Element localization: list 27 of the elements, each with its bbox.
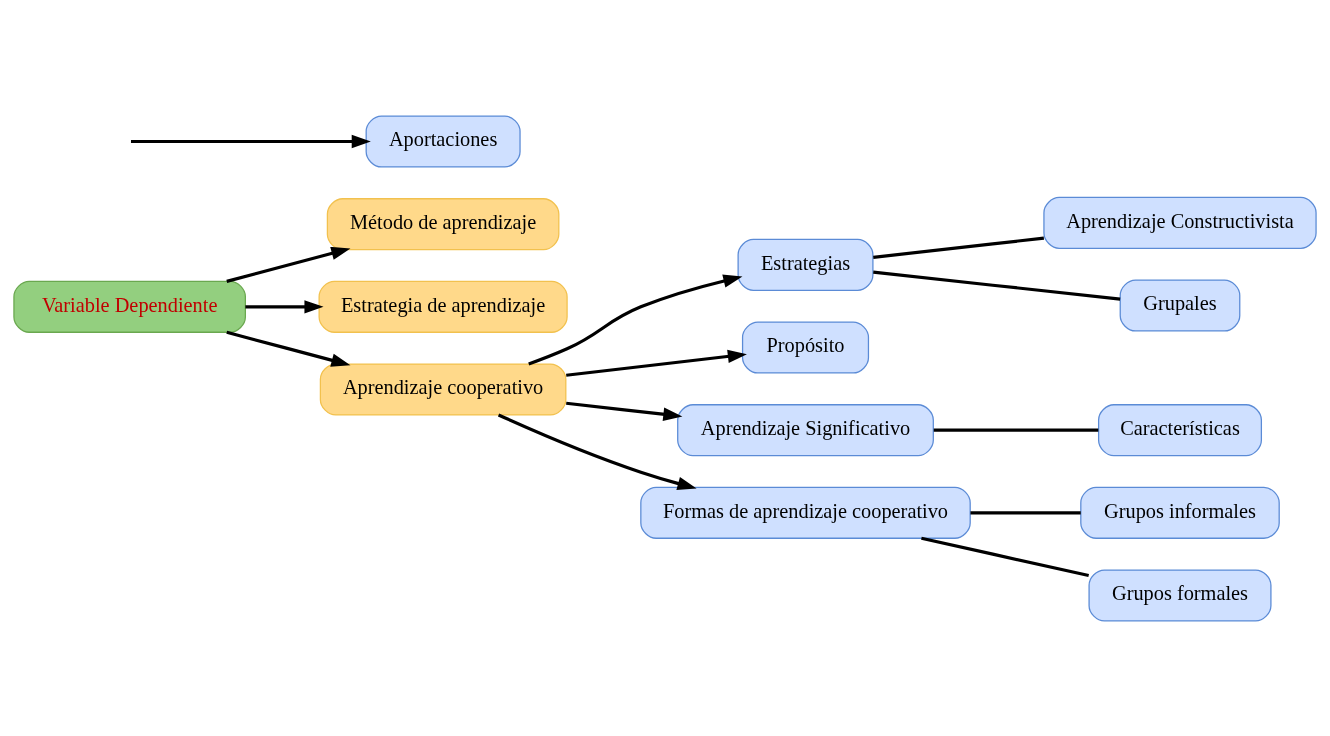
node-box: Aprendizaje Significativo <box>677 403 934 456</box>
node-box: Grupos formales <box>1088 568 1272 622</box>
node-box: Propósito <box>741 320 870 374</box>
connector <box>933 428 1099 432</box>
node-box: Grupales <box>1119 279 1241 332</box>
node-box: Estrategias <box>737 238 874 291</box>
arrow <box>528 274 743 365</box>
node-box: Características <box>1098 403 1262 456</box>
arrow <box>497 413 697 490</box>
node-box: Estrategia de aprendizaje <box>318 280 568 333</box>
node-box: Aprendizaje cooperativo <box>319 362 567 416</box>
arrow <box>226 246 351 283</box>
arrow <box>245 299 324 314</box>
arrow <box>131 134 371 148</box>
arrow <box>566 401 683 421</box>
node-box: Aprendizaje Constructivista <box>1043 196 1317 249</box>
node-box: Variable Dependiente <box>13 280 246 333</box>
node-box: Método de aprendizaje <box>326 197 560 250</box>
arrow <box>566 349 747 377</box>
connector <box>873 236 1045 259</box>
arrow <box>226 330 351 367</box>
node-box: Formas de aprendizaje cooperativo <box>640 486 971 539</box>
connector <box>970 510 1081 514</box>
connector <box>873 270 1121 301</box>
node-box: Aportaciones <box>365 114 521 168</box>
connector <box>921 536 1089 577</box>
node-box: Grupos informales <box>1080 486 1280 539</box>
